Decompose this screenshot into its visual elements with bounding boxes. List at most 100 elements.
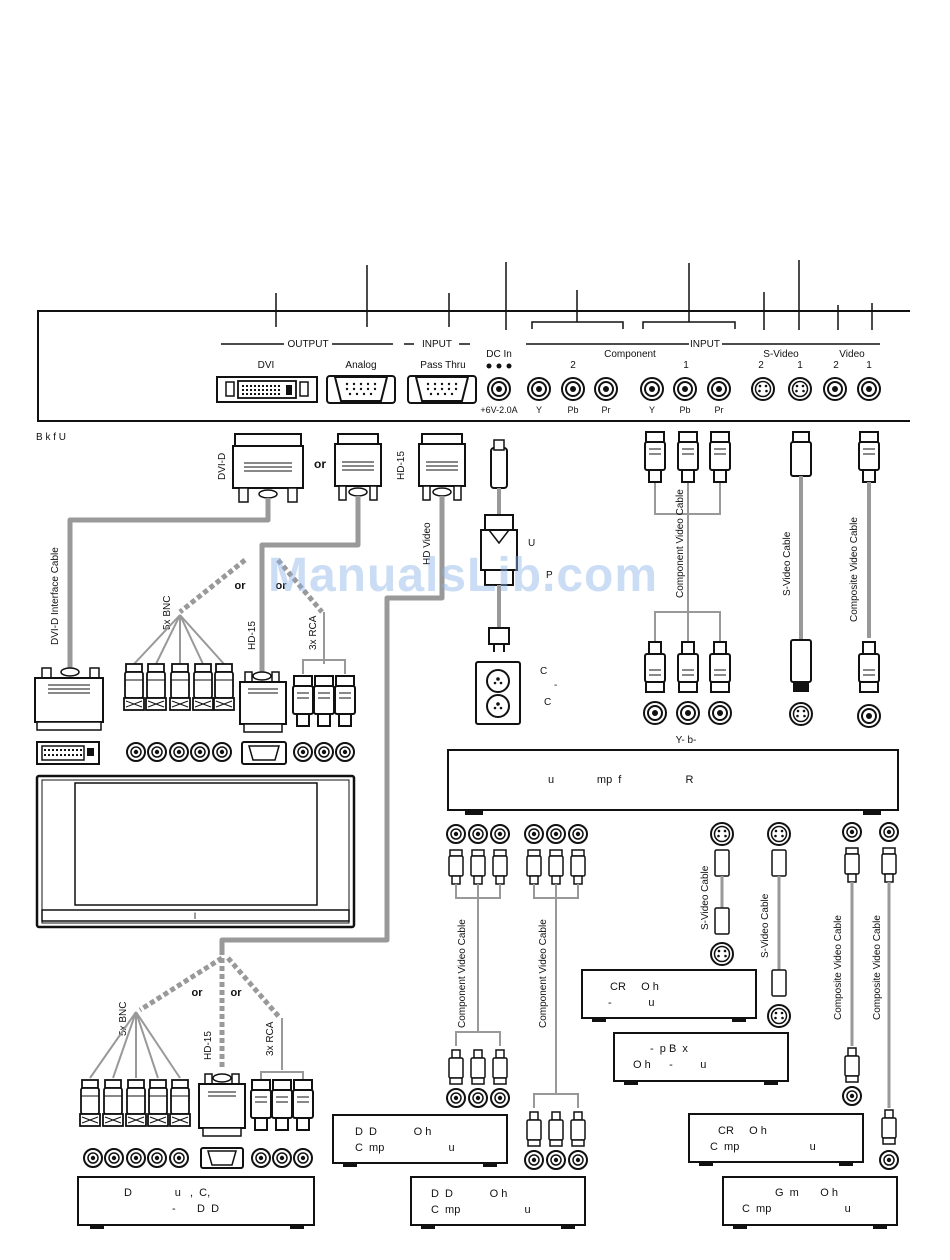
outlet-dash-label: - [554, 680, 557, 691]
svideo-cable-lower-a: S-Video Cable [700, 822, 734, 966]
or-label-d: or [231, 987, 243, 999]
composite-cable-top-label: Composite Video Cable [849, 517, 860, 622]
jack-pr-label-1: Pr [715, 405, 724, 415]
box-d-line2: C mp u [431, 1204, 531, 1216]
input-label-right: INPUT [690, 339, 720, 350]
box-e-line1: D u , C, [124, 1187, 210, 1199]
rca3-label: 3x RCA [308, 615, 319, 650]
rear-panel: OUTPUT INPUT INPUT DVI Analog Pass Thru … [37, 260, 910, 422]
component-cable-a-label: Component Video Cable [457, 919, 468, 1028]
video-label: Video [839, 349, 865, 360]
jack-y-label-1: Y [649, 405, 655, 415]
component-cable-top-label: Component Video Cable [675, 489, 686, 598]
hd15-label-top: HD-15 [396, 451, 407, 480]
dc-in-jack[interactable] [487, 377, 511, 401]
svideo-jacks[interactable] [751, 377, 812, 401]
source-box-e: D u , C, - D D [77, 1176, 315, 1229]
component-1-jacks[interactable] [640, 377, 731, 401]
input-label: INPUT [422, 339, 452, 350]
receiver-box: u mp f R [447, 749, 899, 815]
adapter-p-label: P [546, 570, 553, 581]
dashed-cables [138, 550, 324, 1068]
bnc5-label: 5x BNC [162, 596, 173, 630]
output-label: OUTPUT [287, 339, 328, 350]
wall-outlet: C - C [475, 661, 557, 725]
box-c-line2: C mp u [355, 1142, 455, 1154]
caption-left: B k f U [36, 432, 66, 443]
jack-pb-label: Pb [567, 405, 578, 415]
composite-jacks[interactable] [823, 377, 881, 401]
svideo-label: S-Video [763, 349, 799, 360]
display-indicator: I [194, 911, 197, 921]
source-box-b: - p B x O h - u [613, 1032, 789, 1085]
top-plugs: DVI-D or HD-15 [217, 433, 466, 503]
component-cable-top: Component Video Cable Y- b- [643, 431, 732, 746]
box-f-line2: C mp u [710, 1141, 816, 1153]
hd15-plug-lower [198, 1073, 246, 1169]
dvi-label: DVI [258, 360, 275, 371]
source-box-f: CR O h C mp u [688, 1113, 864, 1166]
rca-fan-lower [250, 1018, 314, 1168]
or-label-a: or [235, 580, 247, 592]
component-1-number: 1 [683, 360, 689, 371]
power-adapter: U P [480, 439, 553, 652]
box-b-line1: - p B x [650, 1043, 688, 1055]
source-box-c: D D O h C mp u [332, 1114, 508, 1167]
component-label: Component [604, 349, 656, 360]
outlet-c2-label: C [544, 697, 551, 708]
component-cable-b-label: Component Video Cable [538, 919, 549, 1028]
hd-video-label: HD Video [422, 522, 433, 565]
hd15-plug-upper [239, 671, 287, 765]
passthru-label: Pass Thru [420, 360, 465, 371]
hd15-label-lower: HD-15 [203, 1031, 214, 1060]
display-dvi-plug [34, 667, 104, 765]
adapter-u-label: U [528, 538, 535, 549]
box-d-line1: D D O h [431, 1188, 507, 1200]
box-e-line2: - D D [172, 1203, 219, 1215]
composite-cable-lower-a: Composite Video Cable [833, 822, 862, 1106]
composite-cable-top: Composite Video Cable [849, 431, 881, 728]
dvi-output-port[interactable] [216, 376, 318, 403]
jack-pr-label: Pr [602, 405, 611, 415]
jack-y-label: Y [536, 405, 542, 415]
outlet-c1-label: C [540, 666, 547, 677]
hd15-label: HD-15 [247, 621, 258, 650]
composite-cable-b-label: Composite Video Cable [872, 915, 883, 1020]
rca3-label-lower: 3x RCA [265, 1021, 276, 1056]
passthru-input-port[interactable] [407, 375, 477, 404]
svideo-cable-top-label: S-Video Cable [782, 531, 793, 596]
box-g-line1: G m O h [775, 1187, 838, 1199]
dc-rating-label: +6V-2.0A [480, 405, 517, 415]
box-c-line1: D D O h [355, 1126, 431, 1138]
composite-cable-lower-b: Composite Video Cable [872, 822, 899, 1170]
box-g-line2: C mp u [742, 1203, 851, 1215]
dvid-label: DVI-D [217, 453, 228, 480]
source-box-d: D D O h C mp u [410, 1176, 586, 1229]
or-label-top: or [314, 457, 326, 471]
dcin-label: DC In [486, 349, 512, 360]
receiver-label: u mp f R [548, 774, 694, 786]
source-box-a: CR O h - u [581, 969, 757, 1022]
component-cable-lower-b: Component Video Cable [524, 824, 588, 1170]
box-a-line1: CR O h [610, 981, 659, 993]
ypbpr-label: Y- b- [676, 735, 697, 746]
svideo-1-number: 1 [797, 360, 803, 371]
or-label-b: or [276, 580, 288, 592]
svideo-cable-top: S-Video Cable [782, 431, 813, 726]
analog-output-port[interactable] [326, 375, 396, 404]
composite-cable-a-label: Composite Video Cable [833, 915, 844, 1020]
svideo-cable-lower-b: S-Video Cable [760, 822, 791, 1028]
svideo-2-number: 2 [758, 360, 764, 371]
box-f-line1: CR O h [718, 1125, 767, 1137]
bnc-fan-upper [123, 614, 235, 762]
video-1-number: 1 [866, 360, 872, 371]
rca-fan-upper [292, 612, 356, 762]
box-a-line2: - u [608, 997, 654, 1009]
source-box-g: G m O h C mp u [722, 1176, 898, 1229]
bnc-fan-lower [79, 1011, 191, 1168]
component-2-jacks[interactable] [527, 377, 618, 401]
component-cable-lower-a: Component Video Cable [446, 824, 510, 1108]
display-unit: I [35, 774, 356, 929]
jack-pb-label-1: Pb [679, 405, 690, 415]
